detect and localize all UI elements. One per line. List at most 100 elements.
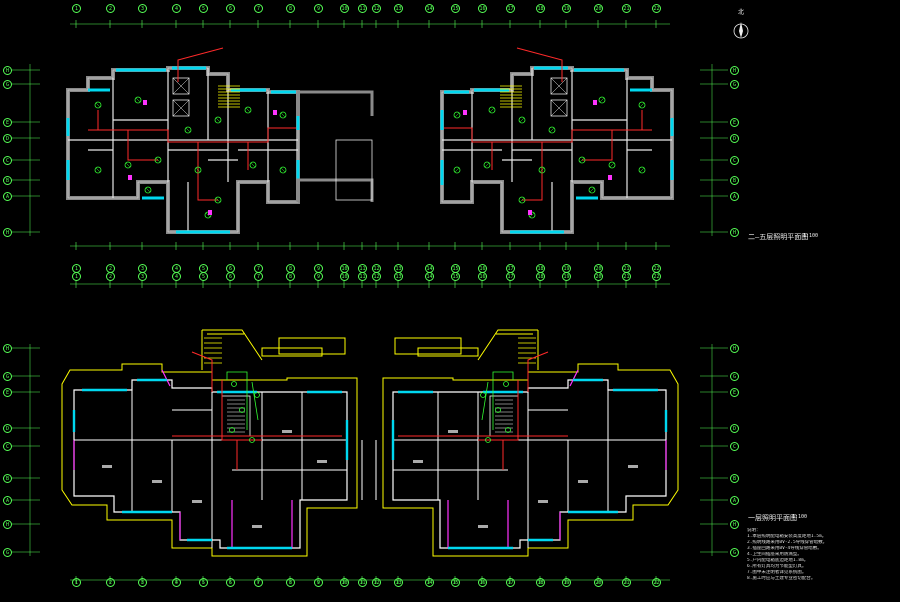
fixture-cross bbox=[250, 162, 256, 168]
grid-bubble-side: H bbox=[730, 344, 739, 353]
canopy-slab bbox=[394, 337, 462, 355]
grid-bubble: 15 bbox=[451, 578, 460, 587]
upper-floor-plan bbox=[66, 47, 674, 234]
fixture-cross bbox=[519, 117, 525, 123]
grid-bubble-side: B bbox=[730, 176, 739, 185]
grid-bubble: 14 bbox=[425, 578, 434, 587]
light-fixture-icon bbox=[229, 427, 235, 433]
grid-bubble: 20 bbox=[594, 4, 603, 13]
light-fixture-icon bbox=[279, 111, 287, 119]
grid-bubble-side: H bbox=[3, 344, 12, 353]
fixture-cross bbox=[609, 162, 615, 168]
balcony-rail bbox=[447, 369, 667, 548]
light-fixture-icon bbox=[598, 96, 606, 104]
elevator-x bbox=[172, 99, 190, 117]
grid-bubble: 11 bbox=[358, 4, 367, 13]
grid-bubble: 7 bbox=[254, 4, 263, 13]
fixture-cross bbox=[549, 127, 555, 133]
grid-bubble-side: C bbox=[3, 156, 12, 165]
elevator-x bbox=[550, 99, 568, 117]
grid-bubble: 9 bbox=[314, 578, 323, 587]
exterior-wall bbox=[73, 379, 348, 549]
light-fixture-icon bbox=[518, 116, 526, 124]
light-fixture-icon bbox=[518, 196, 526, 204]
elevator-shaft bbox=[172, 77, 190, 95]
grid-bubble-side: E bbox=[730, 118, 739, 127]
canopy-slab bbox=[278, 337, 346, 355]
distribution-box-icon bbox=[528, 210, 532, 215]
distribution-box-icon bbox=[608, 175, 612, 180]
note-line: 说明： bbox=[747, 528, 761, 533]
grid-bubble: 9 bbox=[314, 4, 323, 13]
grid-bubble: 2 bbox=[106, 272, 115, 281]
north-arrow-icon: 北 bbox=[733, 9, 749, 40]
room-tag bbox=[578, 480, 588, 483]
elevator-shaft bbox=[550, 99, 568, 117]
fixture-cross bbox=[280, 112, 286, 118]
entrance-canopy bbox=[477, 329, 539, 370]
grid-bubble: 4 bbox=[172, 578, 181, 587]
light-fixture-icon bbox=[254, 392, 260, 398]
light-fixture-icon bbox=[94, 166, 102, 174]
room-tag bbox=[192, 500, 202, 503]
wiring-run bbox=[522, 142, 543, 201]
outer-slab-edge bbox=[382, 363, 679, 557]
grid-bubble: 8 bbox=[286, 272, 295, 281]
fixture-cross bbox=[95, 167, 101, 173]
grid-bubble-side: A bbox=[3, 192, 12, 201]
room-tag bbox=[413, 460, 423, 463]
fixture-cross bbox=[489, 107, 495, 113]
note-line: 1.本层照明配电箱安装高度距地1.5m。 bbox=[747, 534, 827, 539]
note-line: 2.照明线路采用BV-2.5导线穿管暗敷。 bbox=[747, 540, 828, 545]
light-fixture-icon bbox=[453, 111, 461, 119]
grid-bubble: 2 bbox=[106, 578, 115, 587]
fixture-cross bbox=[155, 157, 161, 163]
light-fixture-icon bbox=[239, 407, 245, 413]
wiring-run bbox=[478, 380, 519, 441]
grid-bubble: 15 bbox=[451, 272, 460, 281]
light-fixture-icon bbox=[483, 161, 491, 169]
grid-bubble: 14 bbox=[425, 4, 434, 13]
wiring-run bbox=[177, 47, 224, 82]
fixture-cross bbox=[245, 107, 251, 113]
grid-bubble: 12 bbox=[372, 578, 381, 587]
circuit-run bbox=[481, 381, 489, 421]
canopy-slab bbox=[417, 347, 479, 357]
room-tag bbox=[478, 525, 488, 528]
entrance-canopy bbox=[201, 329, 263, 370]
note-line: 8.施工时应与土建专业密切配合。 bbox=[747, 576, 816, 581]
balcony-rail bbox=[73, 369, 293, 548]
grid-bubble-side: H bbox=[730, 520, 739, 529]
grid-bubble-side: E bbox=[730, 388, 739, 397]
grid-bubble: 7 bbox=[254, 272, 263, 281]
grid-bubble-side: G bbox=[730, 372, 739, 381]
grid-bubble-side: H bbox=[3, 520, 12, 529]
light-fixture-icon bbox=[249, 161, 257, 169]
fixture-cross bbox=[215, 197, 221, 203]
grid-bubble-side: A bbox=[730, 496, 739, 505]
elevator-shaft bbox=[550, 77, 568, 95]
plan-wing bbox=[440, 47, 674, 234]
room-tag bbox=[102, 465, 112, 468]
fixture-cross bbox=[639, 102, 645, 108]
light-fixture-icon bbox=[214, 196, 222, 204]
light-fixture-icon bbox=[144, 186, 152, 194]
grid-bubble-side: C bbox=[3, 442, 12, 451]
grid-bubble-side: H bbox=[3, 66, 12, 75]
compass-label: 北 bbox=[738, 9, 745, 16]
grid-bubble-side: H bbox=[3, 228, 12, 237]
grid-bubble-side: A bbox=[730, 192, 739, 201]
exterior-wall bbox=[392, 379, 667, 549]
light-fixture-icon bbox=[124, 161, 132, 169]
grid-bubble: 18 bbox=[536, 272, 545, 281]
grid-bubble-side: G bbox=[3, 548, 12, 557]
fixture-cross bbox=[639, 167, 645, 173]
light-fixture-icon bbox=[638, 101, 646, 109]
fixture-cross bbox=[454, 167, 460, 173]
grid-bubble: 19 bbox=[562, 578, 571, 587]
fixture-cross bbox=[454, 112, 460, 118]
light-fixture-icon bbox=[94, 101, 102, 109]
grid-bubble-side: D bbox=[730, 134, 739, 143]
grid-bubble: 5 bbox=[199, 578, 208, 587]
